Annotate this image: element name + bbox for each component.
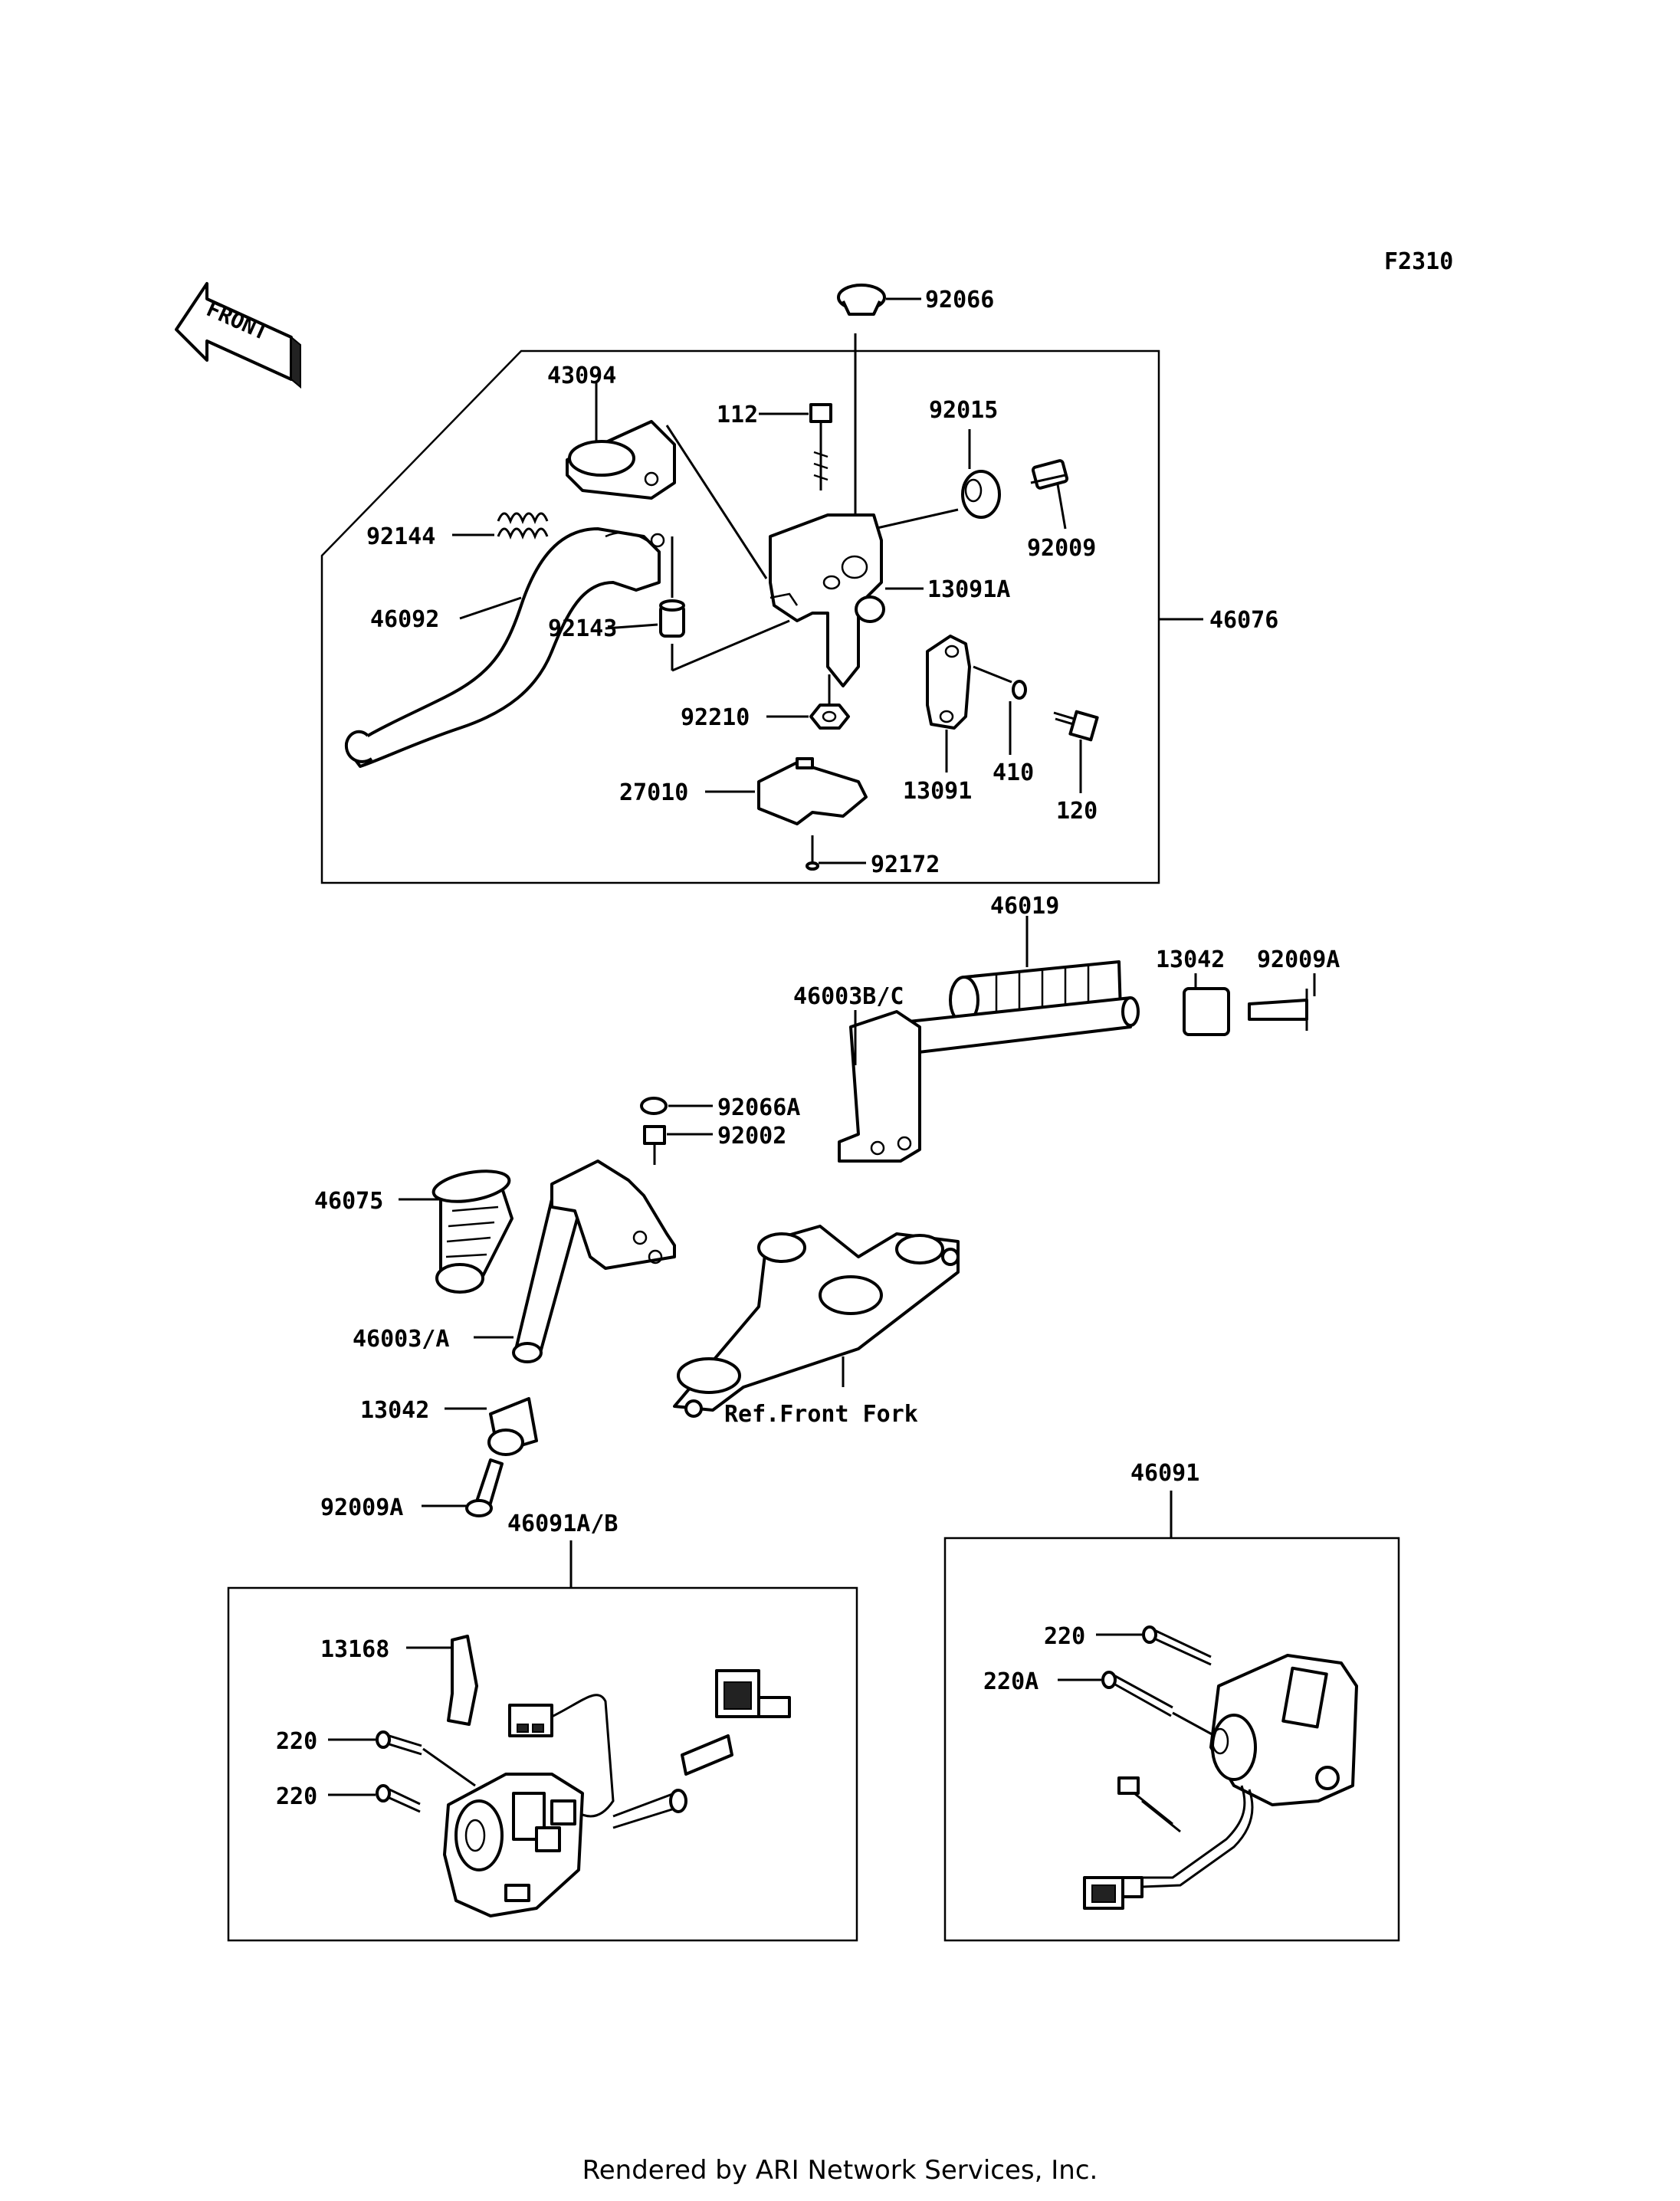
- part-220-right: [1096, 1625, 1212, 1666]
- label-92210: 92210: [681, 704, 750, 731]
- label-220A-right: 220A: [983, 1668, 1039, 1695]
- label-13042-left: 13042: [360, 1397, 429, 1424]
- part-triple-clamp: [673, 1225, 960, 1418]
- part-13042-right: [1183, 973, 1230, 1036]
- label-92066: 92066: [925, 287, 994, 313]
- label-46091: 46091: [1130, 1460, 1199, 1487]
- part-92009A-left: [422, 1458, 504, 1517]
- part-left-switch-housing: [406, 1635, 791, 1917]
- label-13042-right: 13042: [1156, 946, 1225, 973]
- part-92143: [605, 536, 790, 672]
- label-112: 112: [717, 402, 758, 428]
- label-120: 120: [1056, 798, 1098, 825]
- part-92210: [766, 674, 850, 730]
- part-92015: [873, 429, 1001, 530]
- part-220A-right: [1058, 1671, 1216, 1737]
- label-92009A-left: 92009A: [320, 1494, 403, 1521]
- part-92009: [1030, 459, 1069, 530]
- part-46075: [399, 1169, 514, 1294]
- label-13168: 13168: [320, 1636, 389, 1663]
- part-120: [1053, 710, 1099, 793]
- label-46075: 46075: [314, 1188, 383, 1215]
- part-112: [759, 403, 832, 490]
- part-92066A: [640, 1097, 713, 1115]
- label-92172: 92172: [871, 851, 940, 878]
- label-410: 410: [993, 759, 1034, 786]
- part-410: [973, 665, 1027, 755]
- label-46003BC: 46003B/C: [793, 983, 904, 1010]
- label-92009: 92009: [1027, 535, 1096, 562]
- label-27010: 27010: [619, 779, 688, 806]
- label-92143: 92143: [548, 615, 617, 642]
- part-46092: [344, 527, 665, 768]
- part-13042-left: [445, 1397, 538, 1456]
- label-46091AB: 46091A/B: [507, 1511, 619, 1537]
- label-220-upper-left: 220: [276, 1728, 317, 1755]
- label-92015: 92015: [929, 397, 998, 424]
- box-46076: [320, 349, 1160, 884]
- label-46076: 46076: [1209, 607, 1278, 634]
- label-92066A: 92066A: [717, 1094, 800, 1121]
- front-arrow-icon: FRONT: [175, 282, 301, 389]
- label-13091: 13091: [903, 778, 972, 805]
- part-43094: [566, 382, 768, 579]
- part-92172: [806, 835, 866, 871]
- part-220-lower-left: [328, 1784, 421, 1813]
- label-43094: 43094: [547, 362, 616, 389]
- label-92002: 92002: [717, 1123, 786, 1150]
- part-92009A-right: [1248, 973, 1316, 1031]
- part-right-switch-housing: [1083, 1654, 1358, 1910]
- box-46091AB: [227, 1586, 858, 1942]
- diagram-code: F2310: [1384, 248, 1453, 275]
- label-13091A: 13091A: [927, 576, 1010, 603]
- label-92144: 92144: [366, 523, 435, 550]
- part-13091: [926, 635, 971, 772]
- label-220-right: 220: [1044, 1623, 1085, 1650]
- part-46003BC: [838, 996, 1140, 1163]
- reference-front-fork: Ref.Front Fork: [724, 1401, 918, 1428]
- label-46003A: 46003/A: [353, 1326, 449, 1353]
- label-220-lower-left: 220: [276, 1783, 317, 1810]
- label-46092: 46092: [370, 606, 439, 633]
- footer-credit: Rendered by ARI Network Services, Inc.: [582, 2155, 1098, 2186]
- part-27010: [705, 757, 868, 825]
- part-13091A: [769, 513, 924, 687]
- part-220-upper-left: [328, 1730, 476, 1787]
- part-46003A: [474, 1160, 676, 1363]
- label-46019: 46019: [990, 893, 1059, 920]
- label-92009A-right: 92009A: [1257, 946, 1340, 973]
- part-92144: [452, 512, 549, 540]
- part-92002: [643, 1125, 713, 1165]
